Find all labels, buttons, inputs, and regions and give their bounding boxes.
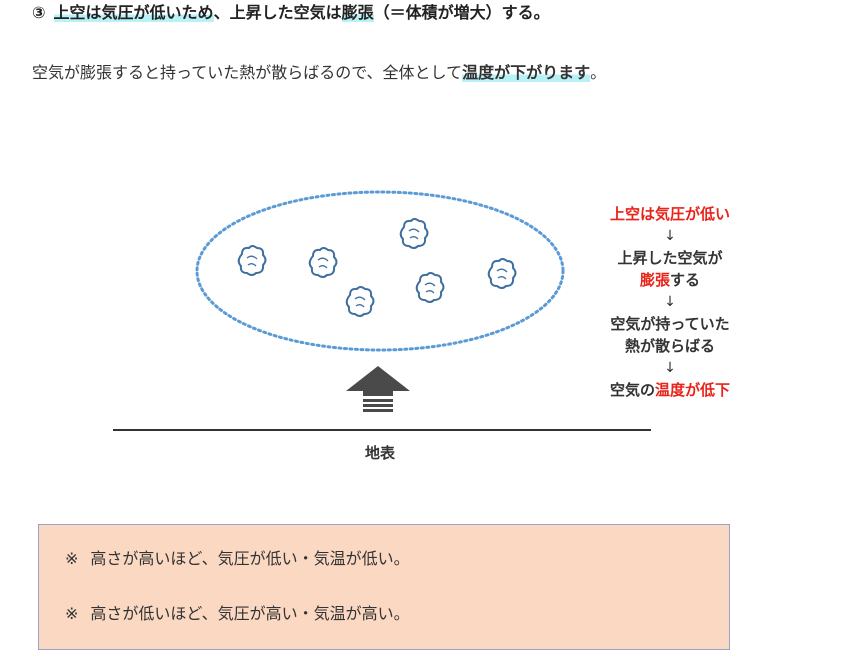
heading-highlight: 上空は気圧が低いため [53,3,214,22]
heading-text-tail: （＝体積が増大）する。 [373,3,550,22]
paragraph-highlight: 温度が下 [462,63,527,82]
note-text: 高さが低いほど、気圧が高い・気温が高い。 [90,604,410,623]
ground-label: 地表 [364,444,395,462]
flow-expansion-tail: する [670,271,701,289]
air-mass-ellipse [195,190,565,352]
note-mark: ※ [65,604,79,623]
note-high-altitude: ※ 高さが高いほど、気圧が低い・気温が低い。 [65,548,410,570]
heading-number: ③ [32,3,46,22]
down-arrow-icon: ↓ [664,360,676,376]
paragraph-highlight-end: がります [526,63,591,82]
flow-temperature-prefix: 空気の [609,381,655,399]
air-particle [487,258,517,289]
air-particle [308,247,338,278]
flow-step-heat: 空気が持っていた [610,315,730,333]
air-particle [237,245,267,276]
process-flow: 上空は気圧が低い ↓ 上昇した空気が 膨張する ↓ 空気が持っていた 熱が散らば… [590,203,750,401]
flow-expansion-word: 膨張 [639,271,670,289]
flow-step-heat-scatter: 熱が散らばる [624,337,715,355]
note-text: 高さが高いほど、気圧が低い・気温が低い。 [90,549,410,568]
section-heading: ③ 上空は気圧が低いため、上昇した空気は膨張（＝体積が増大）する。 [32,2,550,24]
rising-arrow-icon [346,366,410,412]
note-mark: ※ [65,549,79,568]
air-particle [399,218,429,249]
down-arrow-icon: ↓ [664,228,676,244]
paragraph-period: 。 [590,63,607,82]
flow-step-temperature: 空気の温度が低下 [590,379,750,401]
flow-step-rising-air: 上昇した空気が [617,249,723,267]
air-particle [415,272,445,303]
note-box: ※ 高さが高いほど、気圧が低い・気温が低い。 ※ 高さが低いほど、気圧が高い・気温が… [38,524,730,650]
explanation-paragraph: 空気が膨張すると持っていた熱が散らばるので、全体として温度が下がります。 [32,62,606,84]
heading-text: 、上昇した空気は [213,3,342,22]
flow-step-low-pressure: 上空は気圧が低い [609,205,730,223]
heading-highlight-expand: 膨張 [341,3,374,22]
air-particle [345,286,375,317]
flow-step-expansion: 膨張する [590,269,750,291]
note-low-altitude: ※ 高さが低いほど、気圧が高い・気温が高い。 [65,603,410,625]
flow-temperature-drop: 温度が低下 [655,381,731,399]
paragraph-text: 空気が膨張すると持っていた熱が散らばるので、全体として [32,63,463,82]
down-arrow-icon: ↓ [664,294,676,310]
